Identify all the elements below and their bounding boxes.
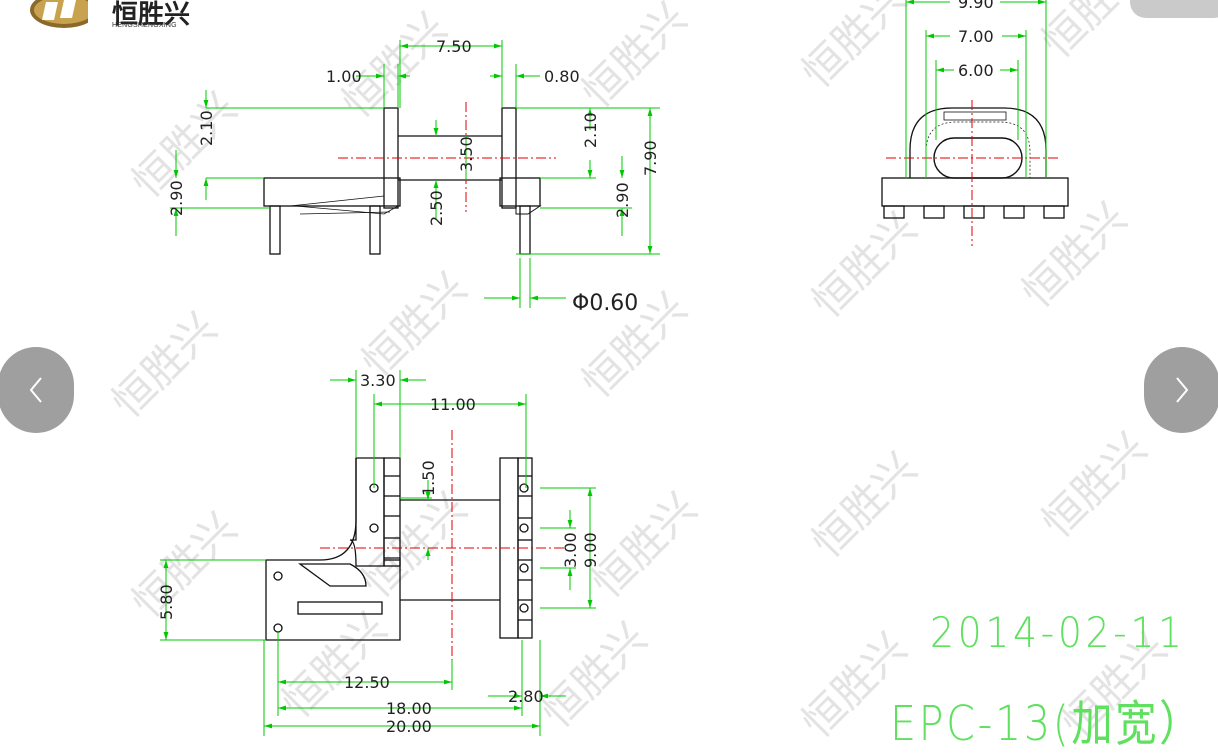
dim-2.90-right: 2.90 — [613, 182, 632, 218]
dim-2.50: 2.50 — [427, 190, 446, 226]
drawing-date: 2014-02-11 — [930, 608, 1186, 657]
watermark-text: 恒胜兴 — [1032, 423, 1156, 547]
dim-5.80: 5.80 — [157, 584, 176, 620]
dim-2.90-left: 2.90 — [167, 180, 186, 216]
dim-3.30: 3.30 — [360, 371, 396, 390]
chevron-right-icon — [1176, 377, 1189, 403]
dim-2.10-right: 2.10 — [581, 112, 600, 148]
chevron-left-icon — [29, 377, 42, 403]
brand-name: 恒胜兴 — [112, 0, 191, 30]
dim-diameter-0.60: Φ0.60 — [572, 291, 638, 316]
dim-9.90: 9.90 — [958, 0, 994, 12]
brand-logo: 恒胜兴 HENGSHENGXING — [28, 0, 198, 40]
side-view-dimensions — [170, 40, 660, 308]
dim-2.80: 2.80 — [508, 687, 544, 706]
watermark-text: 恒胜兴 — [802, 443, 926, 567]
model-name: EPC-13(加宽） — [890, 696, 1203, 752]
watermark-text: 恒胜兴 — [1012, 193, 1136, 317]
dim-1.00: 1.00 — [326, 67, 362, 86]
dim-12.50: 12.50 — [344, 673, 390, 692]
watermark-text: 恒胜兴 — [272, 603, 396, 727]
dim-6.00: 6.00 — [958, 61, 994, 80]
end-view — [881, 107, 1069, 219]
watermark-text: 恒胜兴 — [582, 483, 706, 607]
dim-7.90: 7.90 — [641, 140, 660, 176]
watermark-text: 恒胜兴 — [802, 203, 926, 327]
next-image-button[interactable] — [1144, 347, 1218, 433]
dim-3.50: 3.50 — [457, 136, 476, 172]
watermark-text: 恒胜兴 — [122, 503, 246, 627]
dim-18.00: 18.00 — [386, 699, 432, 718]
watermark-text: 恒胜兴 — [572, 0, 696, 117]
watermark-text: 恒胜兴 — [102, 303, 226, 427]
dim-2.10-left: 2.10 — [197, 110, 216, 146]
side-view — [263, 107, 542, 255]
watermark-text: 恒胜兴 — [792, 0, 916, 97]
dim-3.00: 3.00 — [561, 532, 580, 568]
watermark-text: 恒胜兴 — [532, 613, 656, 737]
side-view-dim-labels: 7.50 1.00 0.80 2.10 3.50 2.10 7.90 2.90 … — [167, 37, 660, 316]
top-view-dimensions — [160, 370, 596, 736]
watermark-text: 恒胜兴 — [352, 263, 476, 387]
prev-image-button[interactable] — [0, 347, 74, 433]
dim-7.00: 7.00 — [958, 27, 994, 46]
brand-subtitle: HENGSHENGXING — [112, 22, 177, 29]
dim-0.80: 0.80 — [544, 67, 580, 86]
toolbar — [1130, 0, 1218, 18]
end-view-dimensions — [905, 0, 1047, 178]
dim-7.50: 7.50 — [436, 37, 472, 56]
dim-11.00: 11.00 — [430, 395, 476, 414]
dim-9.00: 9.00 — [581, 532, 600, 568]
dim-1.50: 1.50 — [419, 460, 438, 496]
watermark-text: 恒胜兴 — [352, 483, 476, 607]
logo-emblem-icon — [30, 0, 88, 28]
dim-20.00: 20.00 — [386, 717, 432, 736]
